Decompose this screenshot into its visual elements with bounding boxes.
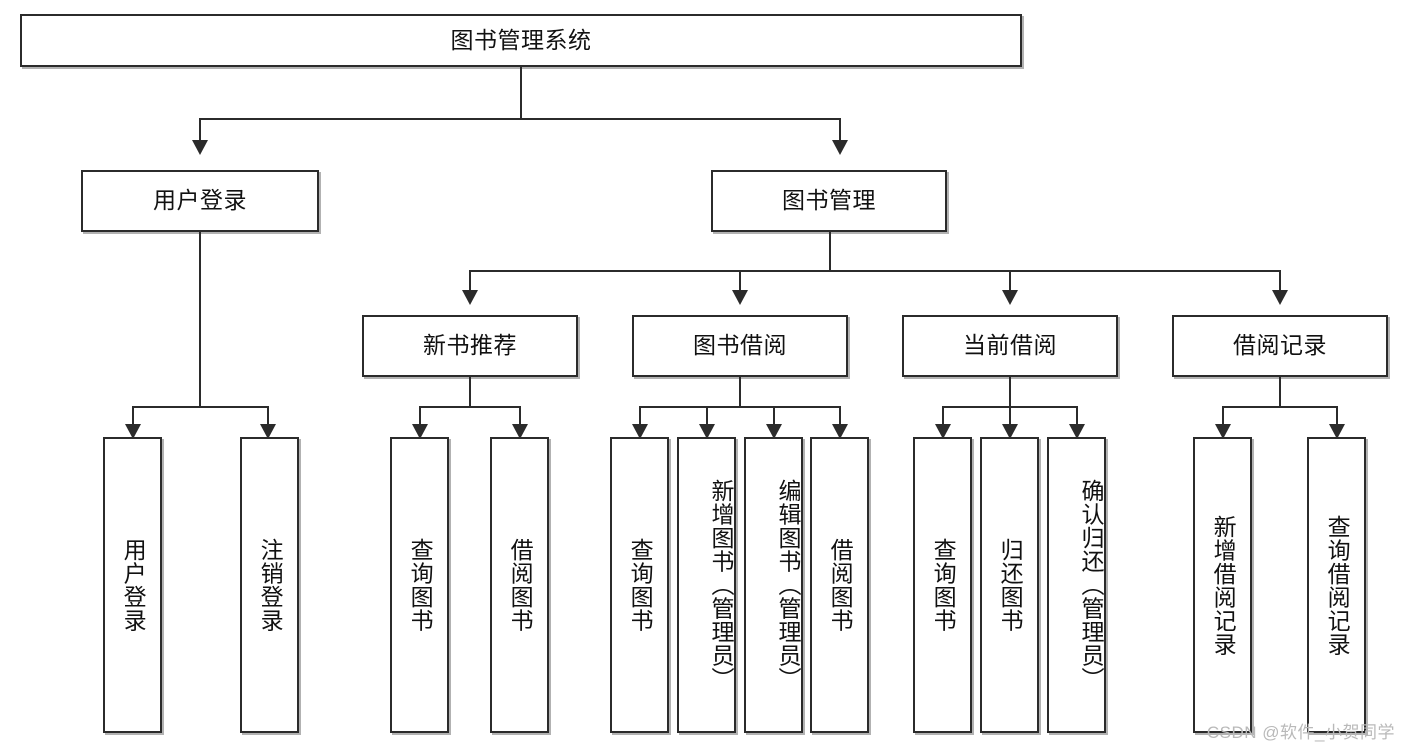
arrow-to-leaf-query-book-c — [935, 424, 951, 439]
edge-book-management-stem — [829, 232, 831, 271]
node-borrow-record[interactable]: 借阅记录 — [1172, 315, 1388, 377]
edge-level2-drop-3 — [1009, 270, 1011, 292]
arrow-to-leaf-return-book — [1002, 424, 1018, 439]
edge-borrow-record-stem — [1279, 377, 1281, 406]
edge-user-login-drop-1 — [132, 406, 134, 428]
edge-current-borrow-stem — [1009, 377, 1011, 406]
arrow-to-new-book-recommend — [462, 290, 478, 305]
arrow-to-leaf-borrow-book-a — [512, 424, 528, 439]
edge-br-drop-1 — [1222, 406, 1224, 428]
edge-bb-drop-1 — [639, 406, 641, 428]
leaf-edit-book-admin[interactable]: 编辑图书（管理员） — [744, 437, 803, 733]
edge-cb-drop-2 — [1009, 406, 1011, 428]
leaf-borrow-book-new-recommend[interactable]: 借阅图书 — [490, 437, 549, 733]
edge-level1-drop-left — [199, 118, 201, 142]
leaf-query-borrow-record[interactable]: 查询借阅记录 — [1307, 437, 1366, 733]
edge-cb-drop-3 — [1076, 406, 1078, 428]
edge-book-borrow-bus — [639, 406, 840, 408]
arrow-to-book-management — [832, 140, 848, 155]
leaf-confirm-return-admin[interactable]: 确认归还（管理员） — [1047, 437, 1106, 733]
arrow-to-leaf-add-borrow-record — [1215, 424, 1231, 439]
edge-level2-drop-2 — [739, 270, 741, 292]
node-current-borrow[interactable]: 当前借阅 — [902, 315, 1118, 377]
leaf-user-login[interactable]: 用户登录 — [103, 437, 162, 733]
edge-br-drop-2 — [1336, 406, 1338, 428]
edge-nbr-drop-1 — [419, 406, 421, 428]
arrow-to-borrow-record — [1272, 290, 1288, 305]
node-new-book-recommend[interactable]: 新书推荐 — [362, 315, 578, 377]
arrow-to-leaf-add-book — [699, 424, 715, 439]
edge-new-book-recommend-stem — [469, 377, 471, 406]
edge-bb-drop-4 — [839, 406, 841, 428]
arrow-to-leaf-edit-book — [766, 424, 782, 439]
edge-level2-bus — [469, 270, 1281, 272]
arrow-to-leaf-confirm-return — [1069, 424, 1085, 439]
leaf-query-book-new-recommend[interactable]: 查询图书 — [390, 437, 449, 733]
edge-new-book-recommend-bus — [419, 406, 520, 408]
edge-cb-drop-1 — [942, 406, 944, 428]
edge-user-login-drop-2 — [267, 406, 269, 428]
node-book-management[interactable]: 图书管理 — [711, 170, 947, 232]
edge-bb-drop-3 — [773, 406, 775, 428]
arrow-to-current-borrow — [1002, 290, 1018, 305]
arrow-to-leaf-user-login — [125, 424, 141, 439]
node-book-borrow[interactable]: 图书借阅 — [632, 315, 848, 377]
leaf-return-book[interactable]: 归还图书 — [980, 437, 1039, 733]
edge-bb-drop-2 — [706, 406, 708, 428]
arrow-to-leaf-query-borrow-record — [1329, 424, 1345, 439]
leaf-query-book-current[interactable]: 查询图书 — [913, 437, 972, 733]
csdn-watermark: CSDN @软件_小贺同学 — [1206, 723, 1395, 742]
edge-user-login-stem — [199, 232, 201, 407]
arrow-to-leaf-query-book-a — [412, 424, 428, 439]
edge-borrow-record-bus — [1222, 406, 1337, 408]
edge-level2-drop-1 — [469, 270, 471, 292]
leaf-add-borrow-record[interactable]: 新增借阅记录 — [1193, 437, 1252, 733]
leaf-borrow-book-borrow[interactable]: 借阅图书 — [810, 437, 869, 733]
arrow-to-leaf-logout — [260, 424, 276, 439]
edge-level2-drop-4 — [1279, 270, 1281, 292]
arrow-to-leaf-borrow-book-b — [832, 424, 848, 439]
edge-book-borrow-stem — [739, 377, 741, 406]
arrow-to-user-login — [192, 140, 208, 155]
leaf-add-book-admin[interactable]: 新增图书（管理员） — [677, 437, 736, 733]
edge-root-stem — [520, 67, 522, 119]
arrow-to-book-borrow — [732, 290, 748, 305]
edge-user-login-bus — [132, 406, 269, 408]
leaf-logout[interactable]: 注销登录 — [240, 437, 299, 733]
edge-level1-drop-right — [839, 118, 841, 142]
node-user-login[interactable]: 用户登录 — [81, 170, 319, 232]
node-root-book-management-system[interactable]: 图书管理系统 — [20, 14, 1022, 67]
edge-nbr-drop-2 — [519, 406, 521, 428]
arrow-to-leaf-query-book-b — [632, 424, 648, 439]
edge-level1-bus — [199, 118, 841, 120]
leaf-query-book-borrow[interactable]: 查询图书 — [610, 437, 669, 733]
